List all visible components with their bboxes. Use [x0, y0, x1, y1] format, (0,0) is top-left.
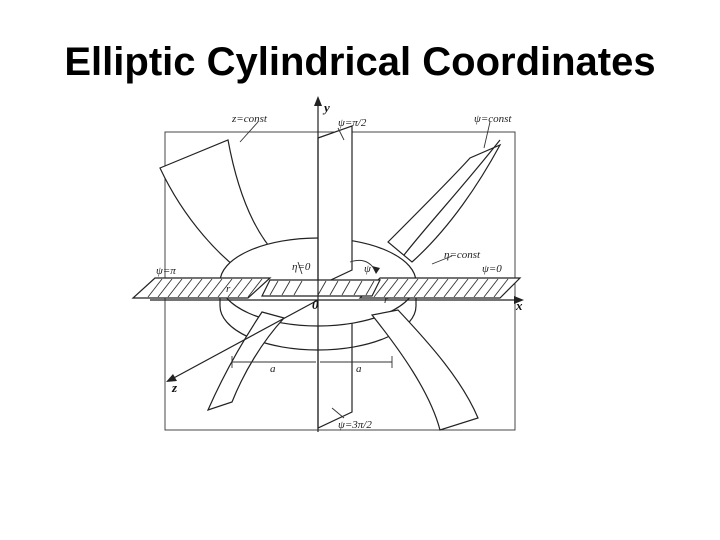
r-right-label: r	[384, 294, 389, 306]
r-left-label: r	[226, 283, 231, 295]
z-axis-arrowhead	[166, 374, 177, 382]
psi-pi-half-plane	[131, 277, 272, 299]
psi-pi-2-half-plane	[317, 125, 353, 287]
z-axis-label: z	[171, 380, 178, 395]
slide-title: Elliptic Cylindrical Coordinates	[64, 40, 656, 84]
y-axis-arrowhead	[314, 96, 322, 106]
hyperbolic-sheet-upper-right-outer	[403, 139, 501, 256]
x-axis-label: x	[515, 298, 523, 313]
psi-pi-over-2-label: ψ=π/2	[338, 117, 367, 129]
eta-zero-label: η=0	[292, 261, 311, 273]
hyperbolic-sheet-lower-left	[206, 311, 286, 411]
a-tick-marks	[231, 356, 393, 368]
psi-zero-label: ψ=0	[482, 263, 502, 275]
psi-3pi-over-2-label: ψ=3π/2	[338, 419, 372, 431]
origin-label: 0	[312, 297, 319, 312]
x-axis-arrowhead	[514, 296, 524, 304]
hyperbolic-sheet-lower-right	[370, 309, 479, 431]
z-axis	[169, 299, 319, 381]
interfocal-strip	[261, 279, 381, 297]
psi-angle-arrowhead	[372, 266, 380, 274]
eta-const-label: η=const	[444, 249, 481, 261]
psi-angle-label: ψ	[364, 263, 371, 275]
leader-lines	[239, 121, 491, 419]
a-right-label: a	[356, 363, 362, 375]
z-const-label: z=const	[231, 113, 268, 125]
a-left-label: a	[270, 363, 276, 375]
psi-pi-label: ψ=π	[156, 265, 176, 277]
psi-const-label: ψ=const	[474, 113, 512, 125]
y-axis-label: y	[322, 100, 330, 115]
hyperbolic-sheet-upper-right	[387, 143, 502, 263]
